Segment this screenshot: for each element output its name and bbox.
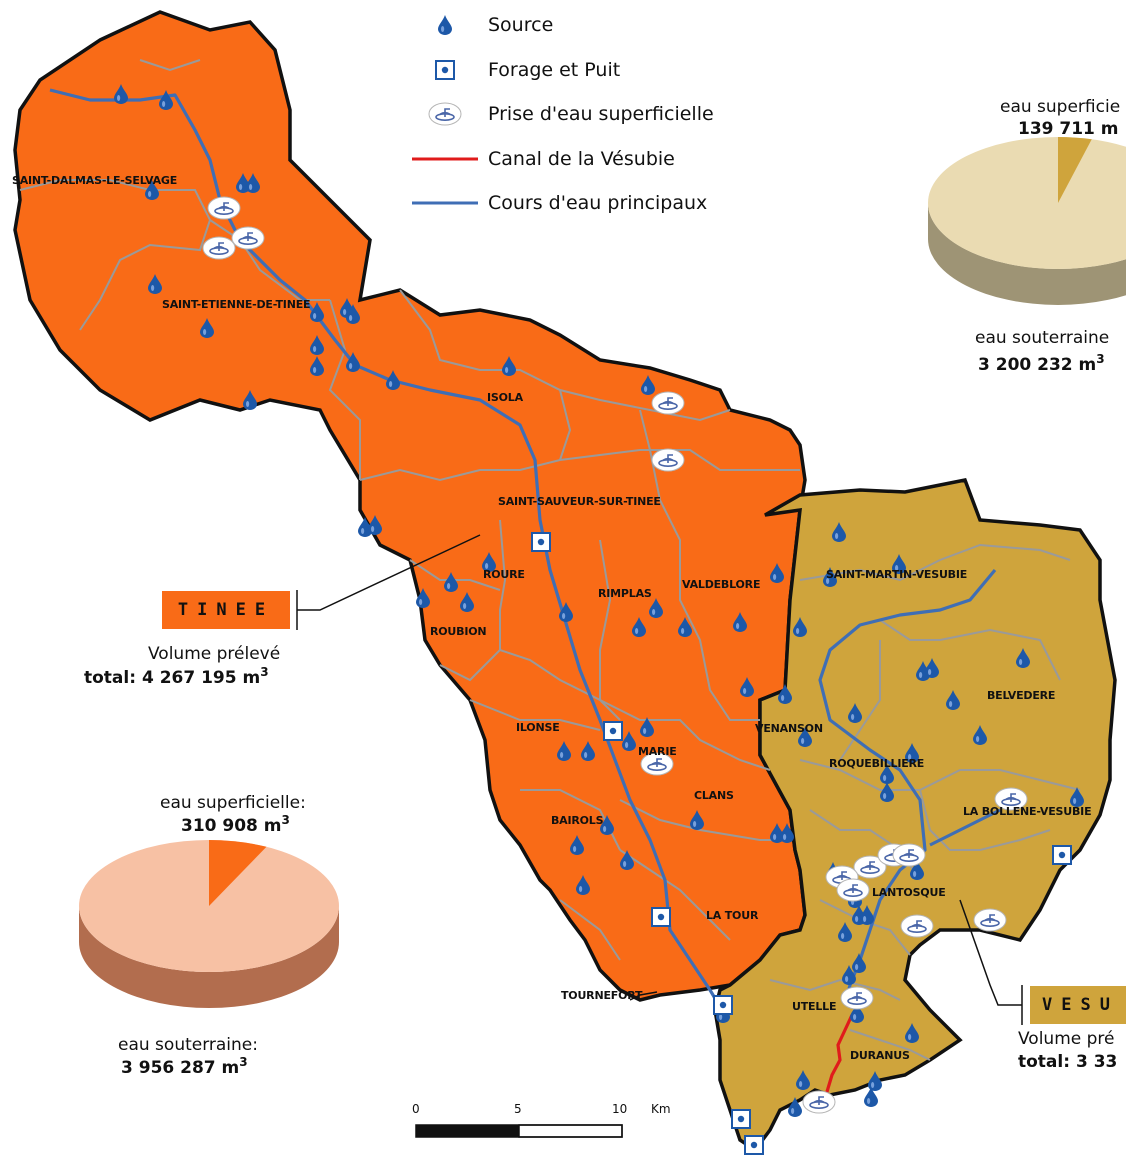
water-intake-icon [802,1090,836,1114]
tinee-superficielle-value: 310 908 m3 [181,813,290,836]
legend-cours: Cours d'eau principaux [410,188,707,218]
commune-label: SAINT-MARTIN-VESUBIE [826,568,968,581]
vesubie-total: total: 3 33 [1018,1052,1118,1072]
tinee-souterraine-value: 3 956 287 m3 [121,1055,248,1078]
water-intake-icon [202,236,236,260]
commune-label: ISOLA [487,391,523,404]
commune-label: ILONSE [516,721,560,734]
commune-label: ROQUEBILLIERE [829,757,925,770]
vesubie-souterraine-label: eau souterraine [975,328,1110,348]
well-icon [435,60,455,80]
water-intake-icon [892,843,926,867]
water-intake-icon [836,878,870,902]
well-icon [651,907,671,927]
legend-source: Source [410,10,553,40]
vesubie-pie-superficielle [1058,137,1092,203]
water-intake-icon [428,102,462,126]
vesubie-superficielle-label: eau superficie [1000,97,1121,117]
scale-unit: Km [651,1102,671,1116]
legend-canal-label: Canal de la Vésubie [488,148,675,170]
vesubie-volume-label: Volume pré [1018,1029,1115,1049]
commune-label: ROURE [483,568,525,581]
legend-prise-label: Prise d'eau superficielle [488,103,714,125]
legend-cours-label: Cours d'eau principaux [488,192,708,214]
water-intake-icon [651,391,685,415]
canal-line-icon [412,157,478,161]
well-icon [731,1109,751,1129]
commune-label: LA TOUR [706,909,759,922]
legend-canal: Canal de la Vésubie [410,144,675,174]
vesubie-souterraine-value: 3 200 232 m3 [978,352,1105,375]
commune-label: VALDEBLORE [682,578,761,591]
vesubie-basin [713,477,1117,1153]
water-intake-icon [231,226,265,250]
tinee-pie [79,840,339,1008]
commune-label: ROUBION [430,625,487,638]
commune-label: SAINT-ETIENNE-DE-TINEE [162,298,311,311]
well-icon [531,532,551,552]
legend-source-label: Source [488,14,554,36]
vesubie-pie-side [928,203,1126,305]
well-icon [603,721,623,741]
vesubie-superficielle-value: 139 711 m [1018,119,1119,139]
source-icon [438,15,452,35]
scale-tick-5: 5 [514,1102,522,1116]
water-intake-icon [207,196,241,220]
scale-bar [415,1124,623,1138]
vesubie-name-box: VESU [1030,986,1126,1024]
legend-prise: Prise d'eau superficielle [410,99,714,129]
commune-borders [19,59,1081,1061]
well-icon [1052,845,1072,865]
legend-forage-label: Forage et Puit [488,59,621,81]
tinee-pie-side [79,906,339,1008]
canal-vesubie [824,1014,854,1096]
legend-forage: Forage et Puit [410,55,620,85]
water-intake-icon [651,448,685,472]
river-line-icon [412,201,478,205]
tinee-total: total: 4 267 195 m3 [84,665,269,688]
commune-label: SAINT-SAUVEUR-SUR-TINEE [498,495,661,508]
commune-label: LA BOLLENE-VESUBIE [963,805,1092,818]
well-icon [744,1135,764,1155]
vesubie-pie-souterraine [928,137,1126,269]
commune-label: VENANSON [755,722,823,735]
commune-label: BAIROLS [551,814,604,827]
tinee-pie-superficielle [209,840,267,906]
leader-lines [296,534,1023,1025]
commune-label: SAINT-DALMAS-LE-SELVAGE [12,174,178,187]
commune-label: DURANUS [850,1049,910,1062]
scale-tick-10: 10 [612,1102,628,1116]
tinee-souterraine-label: eau souterraine: [118,1035,258,1055]
commune-label: MARIE [638,745,677,758]
commune-label: LANTOSQUE [872,886,946,899]
commune-label: BELVEDERE [987,689,1056,702]
water-intake-icon [840,986,874,1010]
vesubie-pie [928,137,1126,305]
commune-label: UTELLE [792,1000,837,1013]
commune-label: TOURNEFORT [561,989,643,1002]
water-intake-icon [973,908,1007,932]
tinee-name-box: TINEE [162,591,290,629]
tinee-volume-label: Volume prélevé [148,644,281,664]
water-intake-icon [900,914,934,938]
scale-tick-0: 0 [412,1102,420,1116]
tinee-superficielle-label: eau superficielle: [160,793,306,813]
rivers [49,88,1001,1011]
commune-label: CLANS [694,789,734,802]
commune-label: RIMPLAS [598,587,652,600]
well-icon [713,995,733,1015]
